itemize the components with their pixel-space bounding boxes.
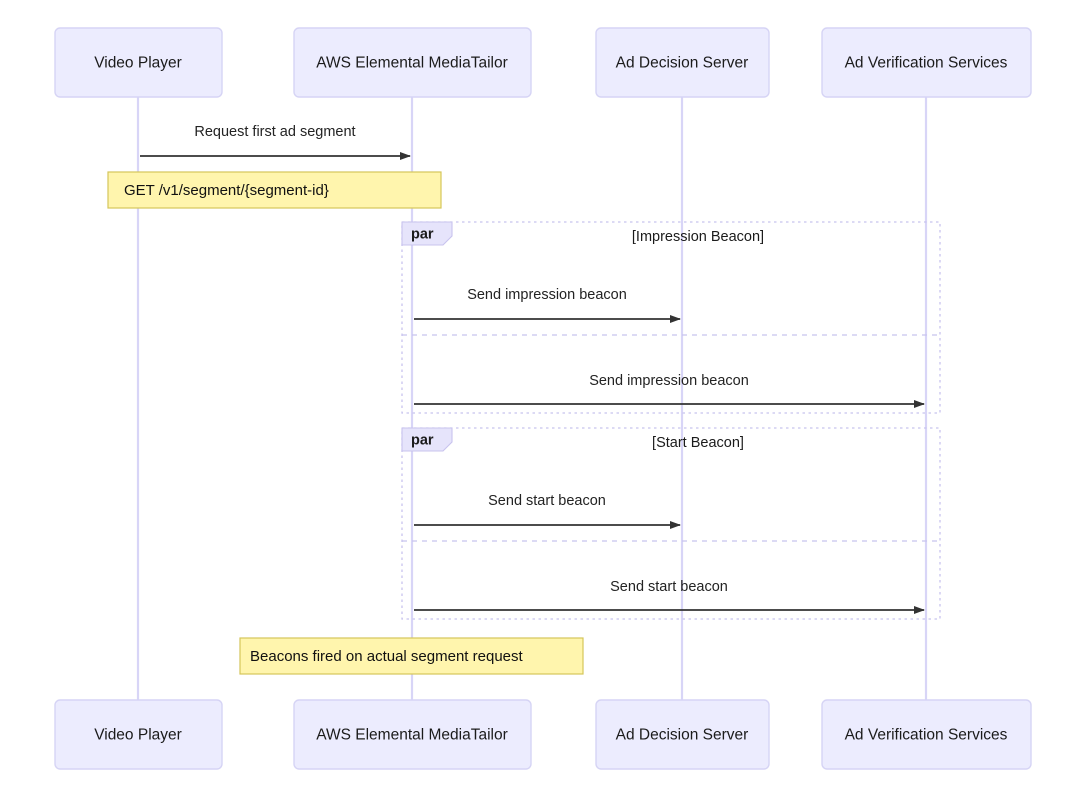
message-label: Send start beacon [488,493,606,509]
fragment-outline [401,427,941,620]
participant-box [293,27,532,98]
message-label: Send impression beacon [467,287,627,303]
note-box [107,171,442,209]
combined-fragment-f2: par [Start Beacon] [401,427,941,620]
fragment-tag-label: par [411,432,434,448]
participant-bottom-verify[interactable]: Ad Verification Services [821,699,1032,770]
message-m4[interactable]: Send start beacon [414,493,681,529]
note-n1[interactable]: GET /v1/segment/{segment-id} [107,171,442,209]
combined-fragment-f1: par [Impression Beacon] [401,221,941,414]
participant-label: Ad Verification Services [845,55,1008,72]
participant-box [821,699,1032,770]
participant-box [821,27,1032,98]
message-m1[interactable]: Request first ad segment [140,124,411,160]
fragment-tag-shape [401,221,453,246]
participant-label: Ad Decision Server [616,55,749,72]
combined-fragments-layer: par [Impression Beacon] par [Start Beacon] [401,221,941,620]
fragment-tag-shape [401,427,453,452]
participant-box [293,699,532,770]
participant-label: Ad Verification Services [845,727,1008,744]
note-n2[interactable]: Beacons fired on actual segment request [239,637,584,675]
fragment-outline [401,221,941,414]
fragment-condition-label: [Impression Beacon] [632,229,764,245]
fragment-condition-label: [Start Beacon] [652,435,744,451]
participant-bottom-player[interactable]: Video Player [54,699,223,770]
note-label: Beacons fired on actual segment request [250,648,523,665]
message-m3[interactable]: Send impression beacon [414,373,925,408]
participant-label: AWS Elemental MediaTailor [316,727,508,744]
message-label: Request first ad segment [194,124,355,140]
participant-label: Video Player [94,55,182,72]
participant-top-mediatailor[interactable]: AWS Elemental MediaTailor [293,27,532,98]
participant-bottom-mediatailor[interactable]: AWS Elemental MediaTailor [293,699,532,770]
message-m5[interactable]: Send start beacon [414,579,925,614]
fragment-tag-label: par [411,226,434,242]
participant-box [595,27,770,98]
participant-box [54,27,223,98]
notes-layer: GET /v1/segment/{segment-id} Beacons fire… [107,171,584,675]
participant-label: AWS Elemental MediaTailor [316,55,508,72]
note-label: GET /v1/segment/{segment-id} [124,182,329,199]
participant-label: Video Player [94,727,182,744]
message-label: Send impression beacon [589,373,749,389]
message-m2[interactable]: Send impression beacon [414,287,681,323]
participant-top-ads[interactable]: Ad Decision Server [595,27,770,98]
participant-top-verify[interactable]: Ad Verification Services [821,27,1032,98]
participant-box [595,699,770,770]
participant-bottom-ads[interactable]: Ad Decision Server [595,699,770,770]
participant-top-player[interactable]: Video Player [54,27,223,98]
message-label: Send start beacon [610,579,728,595]
participant-box [54,699,223,770]
participant-label: Ad Decision Server [616,727,749,744]
note-box [239,637,584,675]
